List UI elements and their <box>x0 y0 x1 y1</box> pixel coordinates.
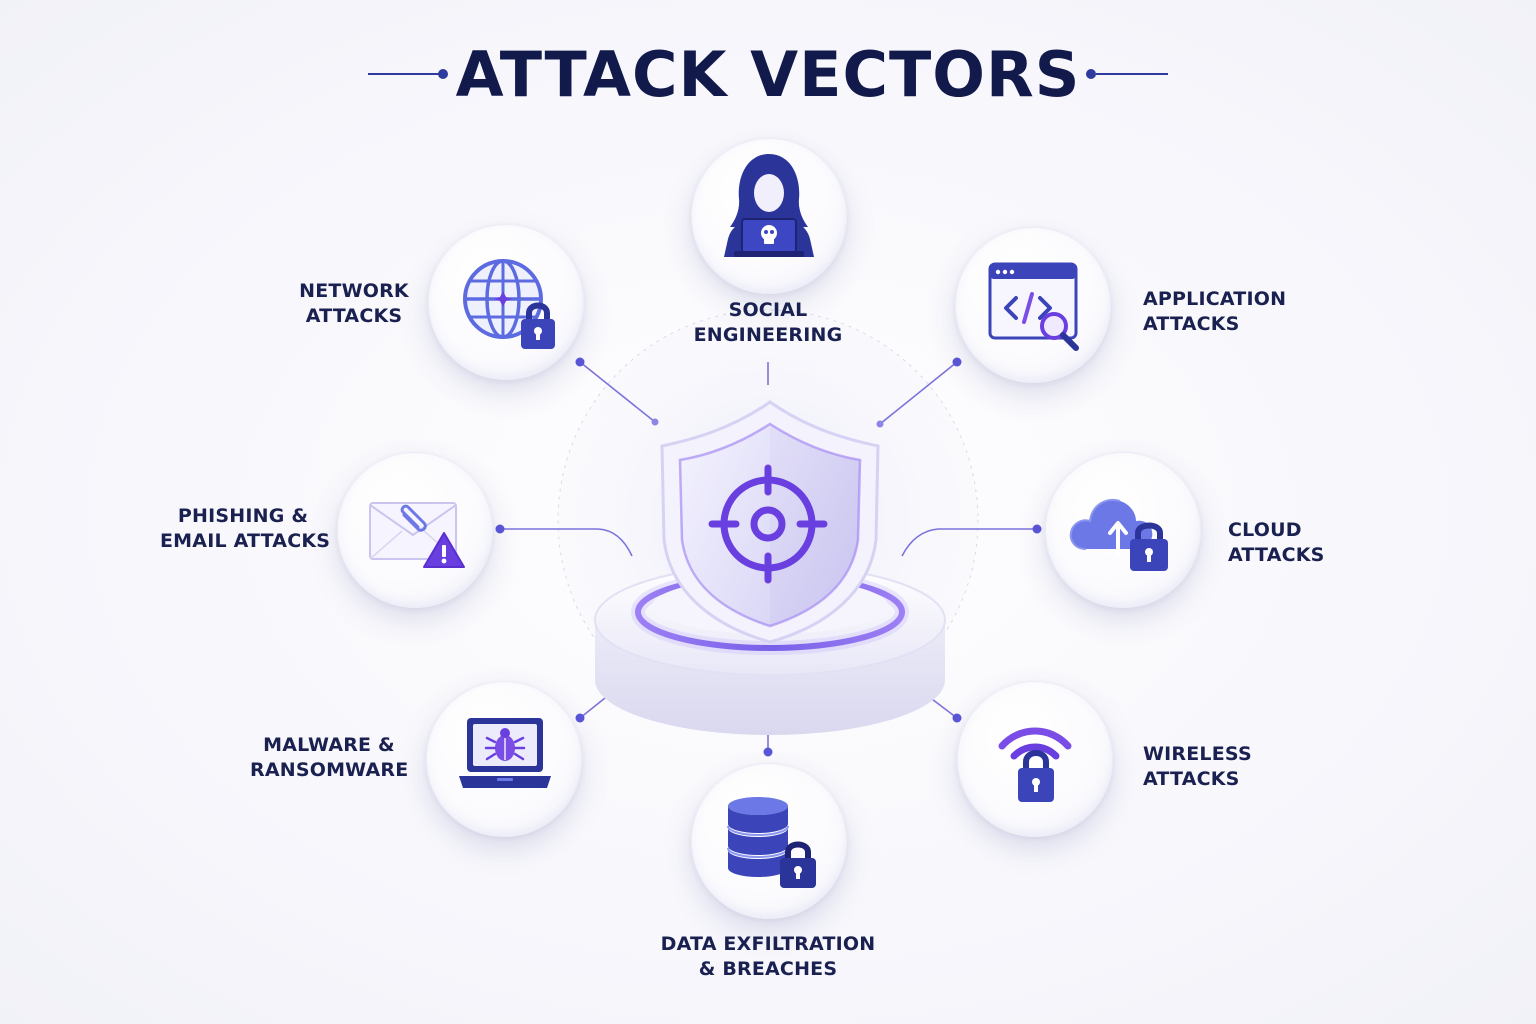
link-dot-application-inner <box>876 420 884 428</box>
label-phishing-line2: EMAIL ATTACKS <box>160 530 331 552</box>
vector-node-wireless-attacks <box>957 681 1113 837</box>
vector-node-data-exfiltration <box>691 763 847 919</box>
link-phishing <box>500 528 633 557</box>
label-malware-line2: RANSOMWARE <box>250 759 409 781</box>
label-network-attacks: NETWORK ATTACKS <box>288 279 420 329</box>
link-cloud <box>901 528 1037 557</box>
central-shield-hub <box>540 340 1000 740</box>
label-social-line1: SOCIAL <box>728 299 808 321</box>
label-cloud-line2: ATTACKS <box>1228 544 1325 566</box>
shield-target-icon <box>594 400 946 735</box>
link-dot-application <box>952 357 962 367</box>
vector-node-network-attacks <box>428 224 584 380</box>
vector-node-social-engineering <box>691 138 847 294</box>
link-dot-data <box>763 747 773 757</box>
label-data-line2: & BREACHES <box>698 958 838 980</box>
page-title: ATTACK VECTORS <box>455 38 1081 111</box>
label-wireless-attacks: WIRELESS ATTACKS <box>1143 742 1252 792</box>
title-left-line <box>368 73 440 75</box>
link-network <box>579 361 656 423</box>
globe-lock-icon <box>463 259 555 349</box>
label-wireless-line2: ATTACKS <box>1143 768 1240 790</box>
label-application-line2: ATTACKS <box>1143 313 1240 335</box>
label-network-line1: NETWORK <box>299 280 409 302</box>
vector-node-application-attacks <box>955 227 1111 383</box>
link-dot-cloud <box>1032 524 1042 534</box>
link-dot-network <box>575 357 585 367</box>
label-social-engineering: SOCIAL ENGINEERING <box>668 298 868 348</box>
label-malware-ransomware: MALWARE & RANSOMWARE <box>250 733 408 783</box>
label-phishing-email: PHISHING & EMAIL ATTACKS <box>160 504 331 554</box>
code-window-magnifier-icon <box>988 262 1079 351</box>
label-application-line1: APPLICATION <box>1143 288 1287 310</box>
label-network-line2: ATTACKS <box>305 305 403 327</box>
vector-node-malware-ransomware <box>426 681 582 837</box>
label-application-attacks: APPLICATION ATTACKS <box>1143 287 1286 337</box>
label-cloud-line1: CLOUD <box>1228 519 1302 541</box>
label-cloud-attacks: CLOUD ATTACKS <box>1228 518 1325 568</box>
title-left-dot <box>438 69 448 79</box>
title-right-line <box>1096 73 1168 75</box>
title-right-dot <box>1086 69 1096 79</box>
wifi-lock-icon <box>998 727 1072 802</box>
hooded-hacker-laptop-skull-icon <box>724 154 814 257</box>
link-dot-wireless <box>952 713 962 723</box>
link-dot-malware <box>575 713 585 723</box>
vector-node-cloud-attacks <box>1045 452 1201 608</box>
envelope-warning-icon <box>369 502 465 568</box>
vector-node-phishing-email <box>337 452 493 608</box>
cloud-upload-lock-icon <box>1069 499 1168 571</box>
title-bar: ATTACK VECTORS <box>0 30 1536 120</box>
label-phishing-line1: PHISHING & <box>177 505 309 527</box>
label-malware-line1: MALWARE & <box>263 734 395 756</box>
label-wireless-line1: WIRELESS <box>1143 743 1252 765</box>
database-lock-icon <box>727 797 816 888</box>
label-data-line1: DATA EXFILTRATION <box>660 933 876 955</box>
label-data-exfiltration: DATA EXFILTRATION & BREACHES <box>648 932 888 982</box>
link-dot-network-inner <box>651 418 659 426</box>
link-dot-phishing <box>495 524 505 534</box>
link-application <box>879 361 958 425</box>
laptop-bug-icon <box>459 718 551 788</box>
label-social-line2: ENGINEERING <box>693 324 843 346</box>
